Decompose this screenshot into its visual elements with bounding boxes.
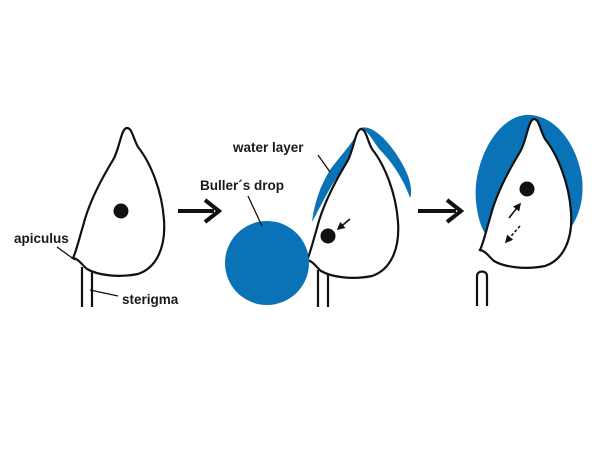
mass-shift-dashed-arrow bbox=[504, 225, 521, 244]
apiculus-leader-line bbox=[56, 246, 76, 261]
nucleus-motion-arrow bbox=[336, 218, 351, 231]
bullers-drop-label: Buller´s drop bbox=[200, 178, 284, 193]
water-layer-label: water layer bbox=[232, 140, 304, 155]
sterigma-stub bbox=[475, 270, 489, 306]
bullers-drop bbox=[225, 221, 309, 305]
water-layer-leader-line bbox=[317, 154, 331, 173]
stage-3-spore bbox=[475, 114, 583, 306]
spore-outline bbox=[71, 126, 166, 277]
stage-2-spore: Buller´s drop water layer bbox=[200, 127, 412, 307]
nucleus bbox=[519, 181, 535, 197]
nucleus bbox=[320, 228, 336, 244]
bullers-drop-leader-line bbox=[247, 195, 263, 227]
sterigma-label: sterigma bbox=[122, 292, 179, 307]
transition-arrow-2 bbox=[418, 198, 465, 224]
nucleus-up-arrow bbox=[508, 202, 521, 219]
water-layer bbox=[312, 127, 412, 222]
transition-arrow-1 bbox=[178, 198, 223, 224]
nucleus bbox=[113, 203, 129, 219]
sterigma-leader-line bbox=[89, 289, 119, 297]
apiculus-label: apiculus bbox=[14, 231, 69, 246]
stage-1-spore: apiculus sterigma bbox=[14, 126, 179, 307]
